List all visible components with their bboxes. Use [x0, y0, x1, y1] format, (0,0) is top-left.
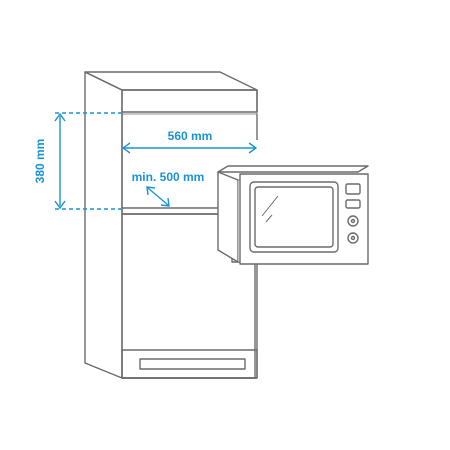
depth-label: min. 500 mm — [132, 170, 205, 184]
microwave-glare — [261, 195, 279, 217]
cabinet-side-panel — [84, 71, 123, 379]
height-label: 380 mm — [33, 139, 47, 184]
microwave-icon — [217, 165, 369, 265]
width-arrow-head-left — [121, 142, 131, 154]
cabinet-fascia-underside — [121, 111, 258, 115]
control-knob-icon — [347, 215, 359, 244]
height-arrow-head-bottom — [54, 200, 66, 210]
depth-arrow-line — [147, 187, 169, 206]
height-arrow-head-top — [54, 112, 66, 122]
microwave-window — [254, 186, 334, 248]
width-arrow-head-right — [248, 142, 258, 154]
control-knob-1-center — [350, 218, 356, 224]
depth-arrow-head-bottom — [160, 197, 170, 207]
dimension-lines — [54, 112, 258, 210]
cabinet-plinth — [121, 349, 258, 379]
microwave-glare-2 — [265, 214, 273, 223]
cabinet-top-fascia — [121, 89, 258, 113]
control-knob-2-center — [350, 235, 356, 241]
cabinet-drawer-handle — [139, 358, 246, 370]
width-label: 560 mm — [168, 129, 213, 143]
microwave-side-face — [217, 171, 239, 263]
microwave-display — [345, 183, 361, 195]
cabinet-shelf — [121, 207, 229, 215]
cabinet-top — [84, 71, 258, 91]
depth-arrow-head-top — [146, 186, 156, 196]
microwave-top-face — [217, 165, 369, 173]
microwave-button — [345, 199, 361, 209]
